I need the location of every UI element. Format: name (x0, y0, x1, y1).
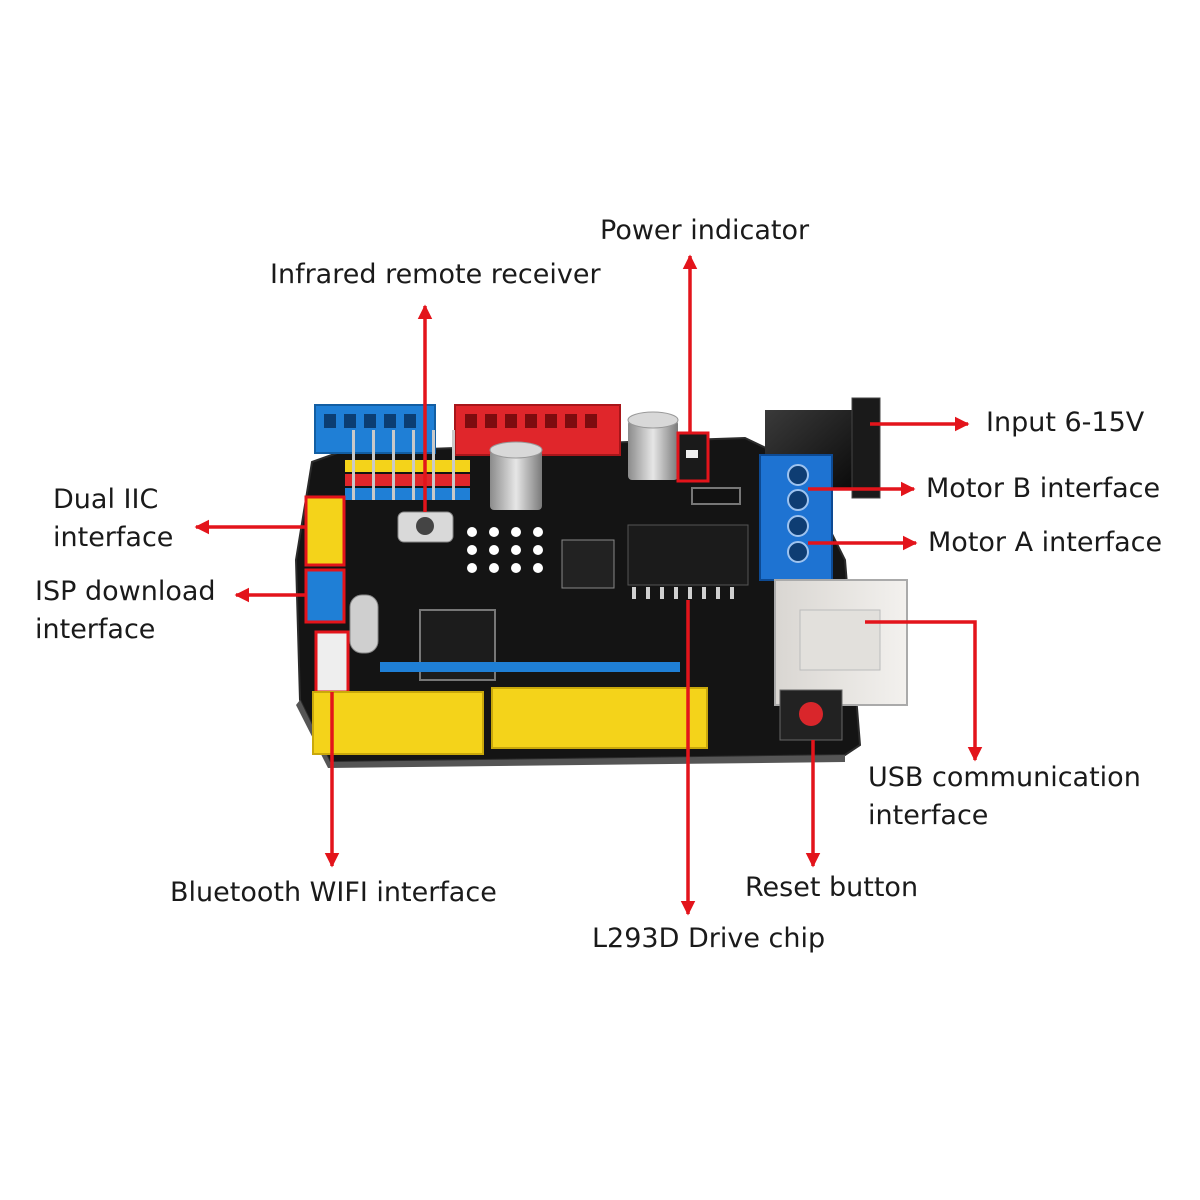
label-input-voltage: Input 6-15V (986, 407, 1145, 438)
label-isp-line1: ISP download (35, 576, 216, 607)
label-motor-a: Motor A interface (928, 527, 1163, 558)
label-motor-b: Motor B interface (926, 473, 1161, 504)
voltage-regulator (561, 539, 615, 589)
label-power-indicator: Power indicator (600, 215, 810, 246)
label-isp-line2: interface (35, 614, 156, 645)
pad-grid (467, 527, 543, 573)
l293d-chip (627, 524, 749, 599)
label-dual-iic-line2: interface (53, 522, 174, 553)
bottom-header-left (312, 691, 484, 755)
label-usb-line1: USB communication (868, 762, 1141, 793)
blue-header-top (314, 404, 436, 454)
label-dual-iic-line1: Dual IIC (53, 484, 159, 515)
crystal (349, 594, 379, 654)
label-usb-line2: interface (868, 800, 989, 831)
bluetooth-header (314, 630, 350, 694)
ir-receiver (397, 511, 454, 543)
annotation-arrows (194, 254, 983, 916)
reset-button (779, 689, 843, 741)
bottom-header-right (491, 687, 708, 749)
isp-header (304, 568, 346, 624)
power-led (686, 450, 698, 458)
label-bluetooth-wifi: Bluetooth WIFI interface (170, 877, 497, 908)
pcb-edge (296, 700, 845, 768)
label-l293d-chip: L293D Drive chip (592, 923, 826, 954)
capacitor-right (627, 411, 679, 480)
servo-pin-rows (345, 430, 470, 500)
capacitor-left (489, 441, 543, 510)
iic-header (304, 495, 346, 567)
bottom-blue-pins (380, 662, 680, 672)
motor-terminal-block (759, 454, 833, 581)
power-switch (691, 487, 741, 505)
usb-b-connector (774, 579, 908, 706)
label-infrared-receiver: Infrared remote receiver (270, 259, 601, 290)
label-reset-button: Reset button (745, 872, 919, 903)
